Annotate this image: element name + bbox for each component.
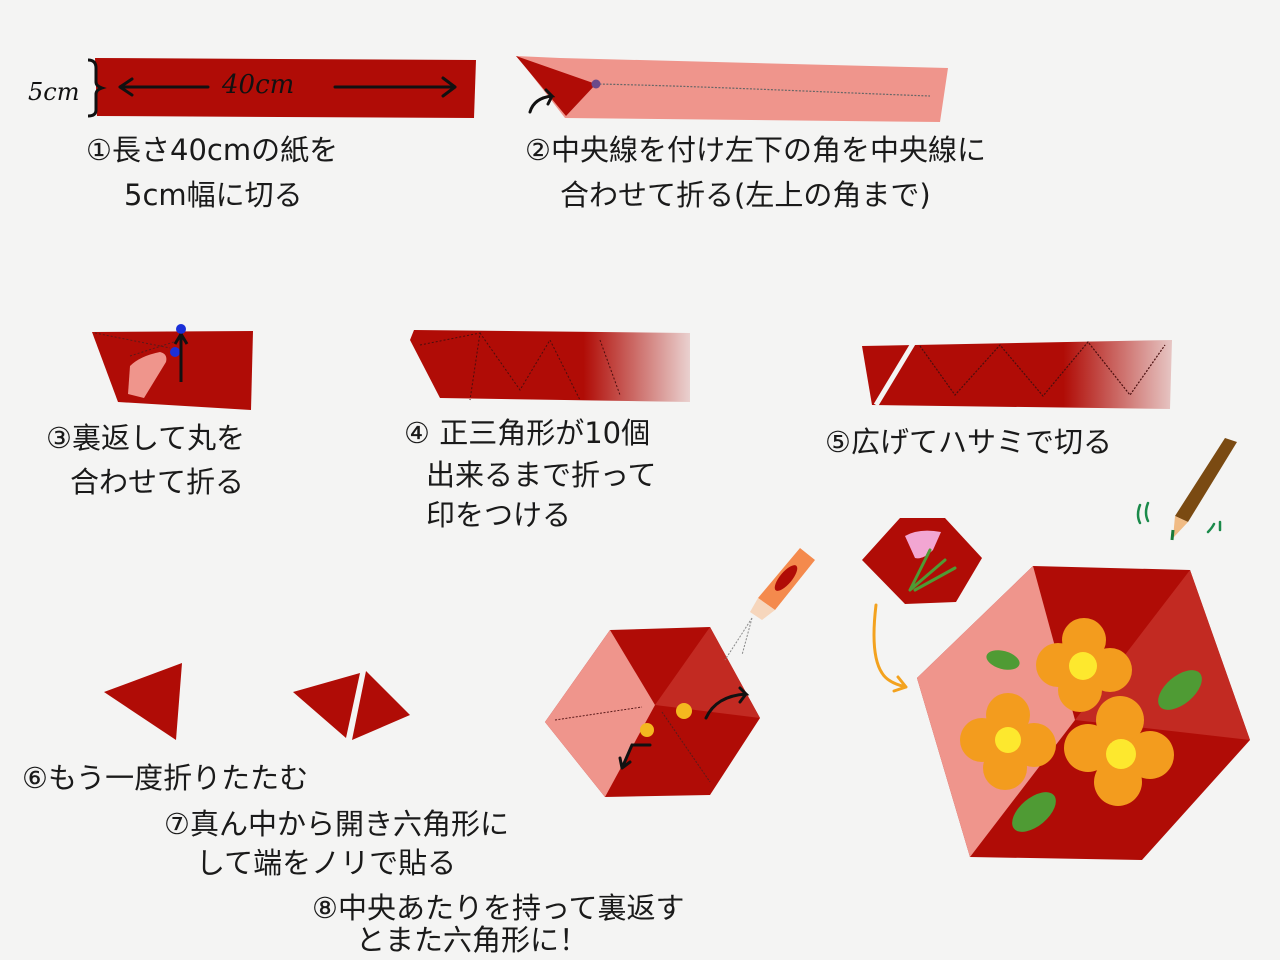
step2-caption-line2: 合わせて折る(左上の角まで) <box>560 178 931 212</box>
step8-caption-line2: とまた六角形に！ <box>356 923 589 957</box>
large-hexagon-flowers <box>917 566 1250 860</box>
step4-caption-line2: 出来るまで折って <box>426 458 657 492</box>
hexagon-glued <box>545 627 760 797</box>
curved-arrow-icon <box>872 603 908 693</box>
paper-strip-40cm <box>87 58 476 118</box>
width-label: 5cm <box>28 78 80 106</box>
step7-caption-line1: ⑦真ん中から開き六角形に <box>164 807 509 841</box>
folded-triangles <box>104 663 410 740</box>
step6-caption: ⑥もう一度折りたたむ <box>22 761 309 795</box>
flower-1 <box>1036 618 1132 712</box>
step8-caption-line1: ⑧中央あたりを持って裏返す <box>312 891 685 925</box>
small-hexagon-flower <box>862 518 982 604</box>
glue-stick-icon <box>724 548 815 661</box>
flower-3 <box>1064 696 1174 806</box>
flower-2 <box>960 693 1056 790</box>
step1-caption-line2: 5cm幅に切る <box>124 178 303 212</box>
length-label: 40cm <box>222 70 295 100</box>
step7-caption-line2: して端をノリで貼る <box>196 846 457 880</box>
step2-caption-line1: ②中央線を付け左下の角を中央線に <box>525 133 986 167</box>
step1-caption-line1: ①長さ40cmの紙を <box>86 133 339 167</box>
step4-caption-line3: 印をつける <box>426 498 572 532</box>
folded-strip-centerline <box>516 56 948 122</box>
pencil-icon <box>1136 438 1237 541</box>
triangle-folded-strip <box>410 330 690 402</box>
flipped-fold <box>92 324 253 410</box>
step3-caption-line1: ③裏返して丸を <box>46 421 246 455</box>
cut-strip-with-scissors-line <box>862 340 1172 409</box>
step5-caption: ⑤広げてハサミで切る <box>825 425 1112 459</box>
step3-caption-line2: 合わせて折る <box>70 465 245 499</box>
step4-caption-line1: ④ 正三角形が10個 <box>404 416 651 450</box>
